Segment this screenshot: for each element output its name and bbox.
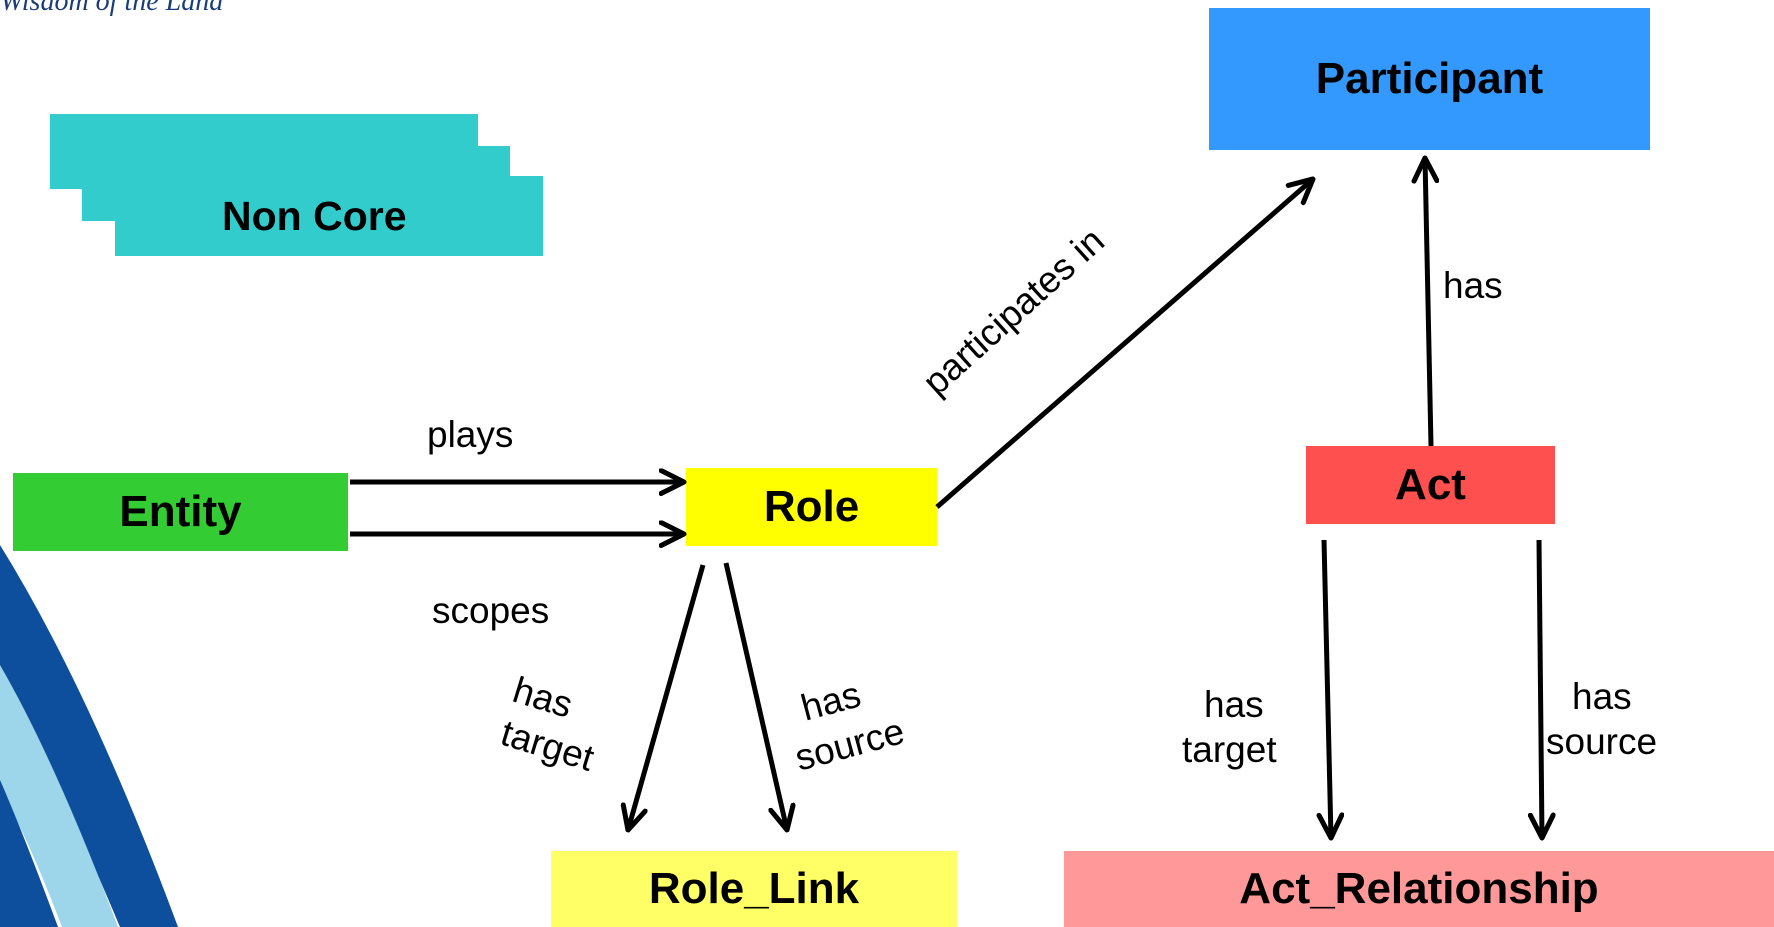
role-label: Role: [763, 482, 860, 531]
entity-box: Entity: [13, 473, 348, 551]
swoosh-inner-band: [0, 780, 58, 927]
participant-label: Participant: [1315, 54, 1544, 103]
act-relationship-label: Act_Relationship: [1239, 864, 1599, 913]
role-box: Role: [686, 468, 937, 546]
participant-box: Participant: [1209, 8, 1650, 150]
act-rel-target-label-line1: has: [1204, 684, 1264, 725]
act-label: Act: [1395, 460, 1466, 509]
act-has-participant-label: has: [1443, 265, 1503, 306]
role-link-label: Role_Link: [648, 864, 860, 913]
act-box: Act: [1306, 446, 1555, 524]
non-core-label: Non Core: [222, 192, 407, 239]
act-rel-target-label-line2: target: [1182, 729, 1277, 770]
entity-label: Entity: [119, 487, 242, 536]
swoosh-light-band: [0, 665, 118, 927]
role-link-box: Role_Link: [551, 851, 957, 927]
scopes-label: scopes: [432, 590, 550, 631]
swoosh-dark-band: [0, 545, 178, 927]
plays-label: plays: [427, 414, 514, 455]
non-core-box: Non Core: [115, 176, 543, 256]
header-tagline: Wisdom of the Land: [0, 0, 224, 17]
act-rel-source-label-line2: source: [1546, 721, 1658, 762]
act-rel-source-label-line1: has: [1572, 676, 1632, 717]
act-relationship-box: Act_Relationship: [1064, 851, 1774, 927]
